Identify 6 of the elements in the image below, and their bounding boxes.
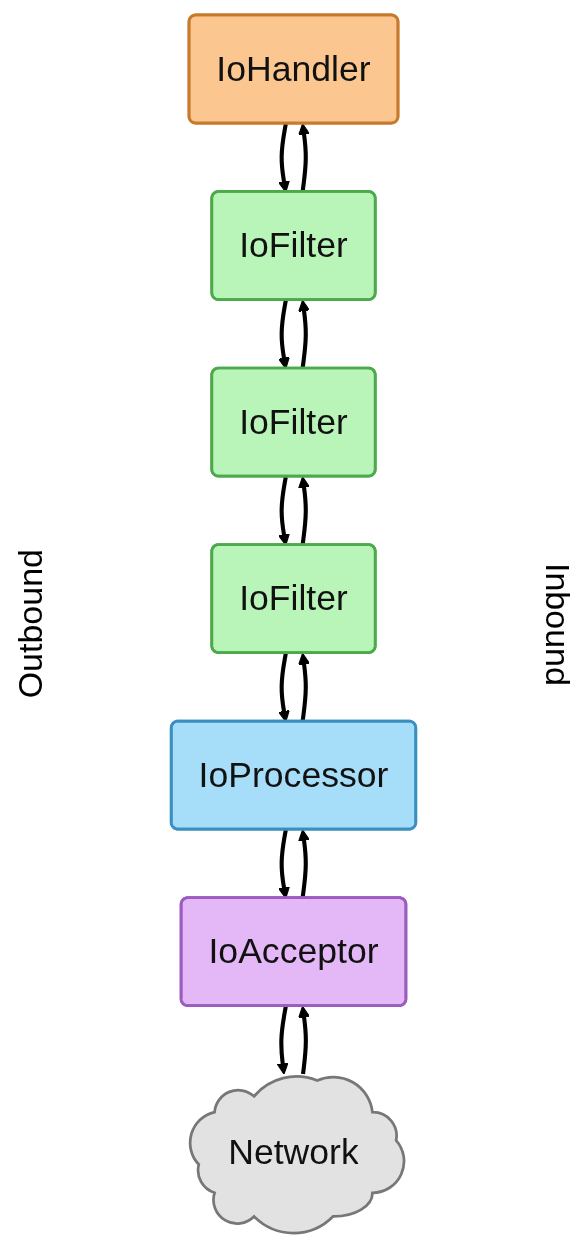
- arrow: [298, 1005, 311, 1075]
- arrow: [298, 652, 311, 722]
- arrow: [298, 299, 311, 369]
- direction-label: Inbound: [537, 562, 577, 686]
- direction-label: Outbound: [10, 549, 50, 699]
- arrow: [276, 1006, 289, 1075]
